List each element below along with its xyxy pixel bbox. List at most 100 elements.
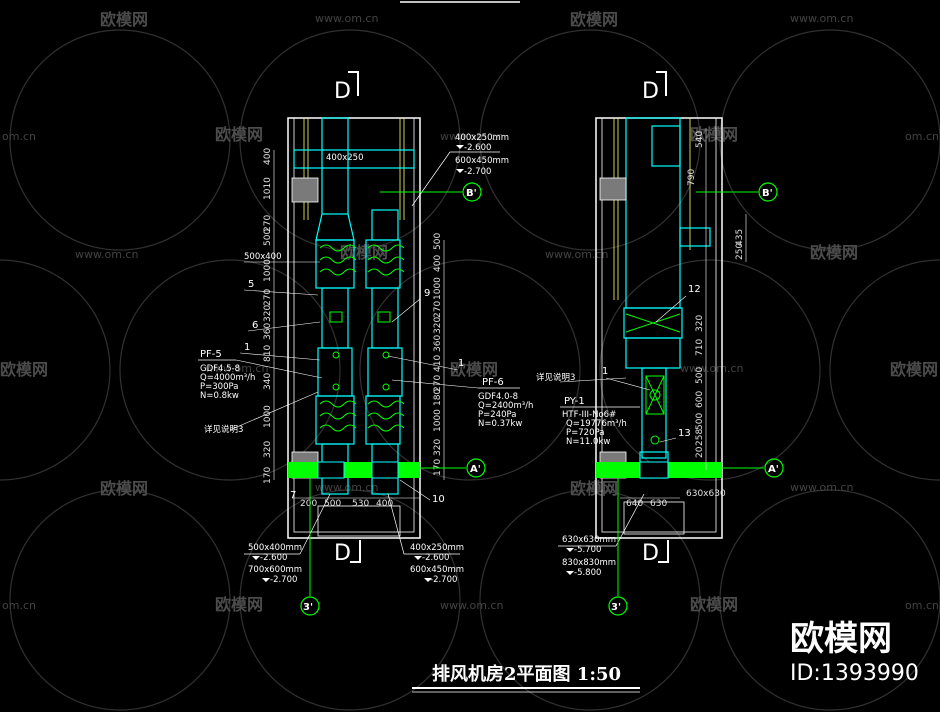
svg-text:P=240Pa: P=240Pa [478, 410, 516, 420]
callout-13: 13 [678, 428, 691, 439]
left-top-callouts: 400x250mm -2.600 600x450mm -2.700 [411, 133, 509, 207]
pf5-spec: PF-5 GDF4.5-8 Q=4000m³/h P=300Pa N=0.8kw [198, 349, 323, 401]
watermark-brand: 欧模网 [690, 595, 738, 614]
svg-text:200: 200 [300, 499, 317, 509]
brand-logo: 欧模网 ID:1393990 [790, 619, 919, 686]
svg-text:1000: 1000 [263, 405, 273, 428]
axis-bubble-a-right [764, 458, 784, 478]
watermark-url: om.cn [2, 599, 36, 612]
svg-text:1000: 1000 [433, 409, 443, 432]
svg-text:GDF4.0-8: GDF4.0-8 [478, 392, 518, 402]
right-ducts [623, 117, 711, 479]
svg-text:500: 500 [695, 367, 705, 384]
svg-text:530: 530 [352, 499, 369, 509]
brand-name: 欧模网 [790, 619, 892, 659]
watermark-brand: 欧模网 [100, 10, 148, 29]
svg-text:400x250mm: 400x250mm [455, 133, 509, 143]
callout-6: 6 [252, 320, 258, 331]
callout-1-right: 1 [602, 366, 608, 377]
svg-text:-2.600: -2.600 [422, 553, 449, 563]
svg-text:320: 320 [433, 439, 443, 456]
callout-12: 12 [688, 284, 701, 295]
left-note-3: 详见说明3 [204, 424, 243, 435]
callout-5: 5 [248, 279, 254, 290]
watermark-url: www.om.cn [440, 130, 503, 143]
left-vdims: 400 1010 270 500 1000 270 320 360 810 34… [263, 148, 273, 484]
svg-text:360: 360 [433, 335, 443, 352]
drawing-title: 排风机房2平面图 1:50 [432, 663, 621, 685]
svg-text:GDF4.5-8: GDF4.5-8 [200, 364, 240, 374]
watermark-brand: 欧模网 [570, 479, 618, 498]
watermark-brand: 欧模网 [215, 595, 263, 614]
svg-text:180: 180 [433, 389, 443, 406]
svg-text:630x630: 630x630 [686, 489, 726, 499]
svg-text:340: 340 [263, 373, 273, 390]
right-plan: 540 790 435 250 320 710 500 600 500 258 … [536, 71, 747, 578]
svg-text:3': 3' [611, 602, 621, 613]
watermark-url: www.om.cn [790, 12, 853, 25]
svg-text:400: 400 [263, 148, 273, 165]
svg-text:D: D [642, 79, 659, 104]
callout-1b: 1 [458, 358, 464, 369]
left-fans [319, 244, 405, 432]
brand-id: ID:1393990 [790, 661, 919, 686]
top-duct [293, 149, 415, 169]
callout-10: 10 [432, 494, 445, 505]
drawing-title-block: 排风机房2平面图 1:50 [412, 663, 640, 693]
svg-text:N=11.0kw: N=11.0kw [566, 437, 610, 447]
svg-text:500: 500 [433, 233, 443, 250]
right-hdims: 640 630 630x630 [620, 489, 726, 509]
left-shaft-lines [303, 118, 405, 220]
watermark-brand: 欧模网 [690, 125, 738, 144]
left-column-top [291, 177, 319, 203]
svg-text:600x450mm: 600x450mm [455, 156, 509, 166]
svg-text:500x400mm: 500x400mm [248, 543, 302, 553]
svg-text:410: 410 [433, 355, 443, 372]
svg-text:500: 500 [324, 499, 341, 509]
left-bottom-callouts: 500x400mm -2.600 700x600mm -2.700 400x25… [244, 493, 464, 585]
watermark-brand: 欧模网 [100, 479, 148, 498]
svg-text:400x250mm: 400x250mm [410, 543, 464, 553]
watermark-url: om.cn [905, 130, 939, 143]
svg-text:PY-1: PY-1 [564, 396, 585, 407]
svg-text:HTF-III-No6#: HTF-III-No6# [562, 410, 616, 420]
svg-text:Q=19776m³/h: Q=19776m³/h [566, 419, 627, 429]
svg-text:-5.700: -5.700 [574, 545, 601, 555]
svg-text:1000: 1000 [263, 259, 273, 282]
svg-text:630x630mm: 630x630mm [562, 535, 616, 545]
svg-text:170: 170 [263, 467, 273, 484]
svg-text:1000: 1000 [433, 277, 443, 300]
left-floor-band [288, 462, 420, 478]
right-bottom-callouts: 630x630mm -5.700 830x830mm -5.800 [558, 493, 645, 578]
watermark-url: www.om.cn [315, 12, 378, 25]
svg-text:710: 710 [695, 339, 705, 356]
svg-text:B': B' [466, 188, 477, 199]
watermark-layer: 欧模网 www.om.cn 欧模网 www.om.cn om.cn 欧模网 ww… [0, 10, 940, 711]
watermark-brand: 欧模网 [890, 360, 938, 379]
py1-spec: PY-1 HTF-III-No6# Q=19776m³/h P=720Pa N=… [560, 396, 640, 447]
svg-text:Q=2400m³/h: Q=2400m³/h [478, 401, 533, 411]
watermark-url: www.om.cn [315, 481, 378, 494]
axis-bubble-3-right [608, 596, 628, 616]
watermark-url: www.om.cn [440, 599, 503, 612]
svg-text:-5.800: -5.800 [574, 568, 601, 578]
svg-text:600: 600 [695, 391, 705, 408]
pf6-spec: PF-6 GDF4.0-8 Q=2400m³/h P=240Pa N=0.37k… [391, 377, 533, 429]
svg-text:500: 500 [695, 413, 705, 430]
svg-text:500: 500 [263, 229, 273, 246]
right-vdims: 540 790 435 250 320 710 500 600 500 258 … [687, 131, 745, 458]
svg-text:N=0.37kw: N=0.37kw [478, 419, 522, 429]
left-vertical-ducts [315, 117, 403, 495]
svg-text:810: 810 [263, 345, 273, 362]
svg-text:-2.700: -2.700 [464, 167, 491, 177]
svg-text:270: 270 [433, 375, 443, 392]
svg-text:270: 270 [263, 289, 273, 306]
svg-text:D: D [334, 541, 351, 566]
right-column-top [599, 177, 627, 201]
svg-text:400: 400 [376, 499, 393, 509]
svg-text:A': A' [470, 464, 481, 475]
svg-text:435: 435 [735, 229, 745, 246]
svg-text:B': B' [762, 188, 773, 199]
svg-text:D: D [334, 79, 351, 104]
